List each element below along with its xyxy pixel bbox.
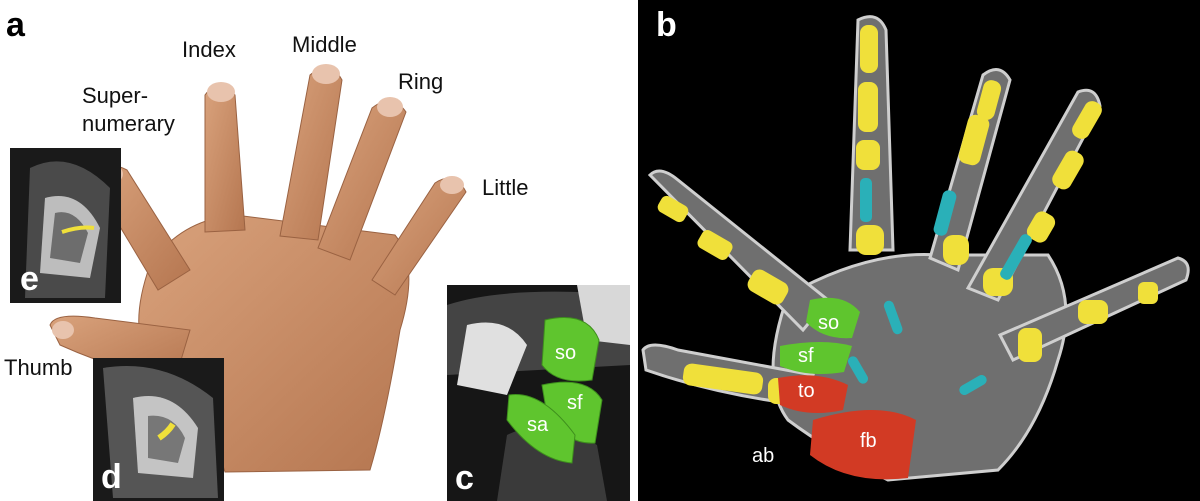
panel-c-label-sf: sf — [567, 392, 583, 414]
panel-b-label: b — [656, 6, 677, 44]
panel-d-mri-inset: d — [93, 358, 224, 501]
bone — [858, 82, 878, 132]
panel-e-image — [10, 148, 121, 303]
panel-b-muscle-so — [806, 297, 860, 339]
bone — [958, 114, 990, 166]
bone — [1138, 282, 1158, 304]
panel-d-label: d — [101, 458, 122, 496]
panel-c-muscle-so — [541, 317, 600, 382]
bone — [976, 80, 1002, 120]
tendon — [959, 375, 987, 395]
panel-b-label-to: to — [798, 380, 815, 402]
finger-label-thumb: Thumb — [4, 355, 73, 380]
panel-c-muscle-sa — [506, 394, 576, 464]
bone — [1026, 211, 1056, 243]
panel-e-label: e — [20, 260, 39, 298]
panel-b-label-ab: ab — [752, 445, 775, 467]
panel-b-mri: b so sf to fb ab — [638, 0, 1200, 501]
tendon — [883, 300, 903, 335]
tendon — [860, 178, 872, 222]
bone — [943, 235, 969, 265]
bone — [657, 195, 689, 223]
finger-label-little: Little — [482, 175, 529, 200]
tendon — [933, 190, 957, 236]
bone — [860, 25, 878, 73]
bone — [1072, 101, 1102, 139]
bone — [856, 225, 884, 255]
finger-label-index: Index — [182, 37, 236, 62]
panel-a-hand-photo: e d so sf sa c a I — [4, 6, 630, 501]
finger-label-supernumerary-2: numerary — [82, 111, 175, 136]
panel-b-muscle-to — [778, 375, 848, 414]
panel-c-label-sa: sa — [527, 414, 549, 436]
panel-b-muscle-fb — [810, 410, 916, 480]
finger-label-supernumerary-1: Super- — [82, 83, 149, 108]
finger-label-middle: Middle — [292, 32, 357, 57]
panel-c-label: c — [455, 459, 474, 497]
panel-b-label-so: so — [818, 312, 840, 334]
bone — [682, 363, 764, 395]
bone — [747, 269, 789, 305]
panel-d-bone-highlight — [157, 422, 176, 441]
panel-c-label-so: so — [555, 342, 577, 364]
bone — [1078, 300, 1108, 324]
bone — [1018, 328, 1042, 362]
panel-b-label-sf: sf — [798, 345, 814, 367]
panel-c-image — [447, 285, 630, 501]
panel-e-bone-highlight — [61, 225, 95, 234]
bone — [856, 140, 880, 170]
bone — [1052, 150, 1084, 190]
bone — [697, 230, 733, 260]
finger-label-ring: Ring — [398, 69, 444, 94]
panel-b-label-fb: fb — [860, 430, 877, 452]
panel-b-image — [638, 0, 1200, 501]
panel-d-image — [93, 358, 224, 501]
panel-e-mri-inset: e — [10, 148, 121, 303]
panel-b-muscle-sf — [780, 342, 852, 374]
panel-c-mri-inset: so sf sa c — [447, 285, 630, 501]
panel-a-label: a — [6, 6, 25, 44]
tendon — [848, 356, 868, 384]
tendon — [1000, 234, 1032, 280]
